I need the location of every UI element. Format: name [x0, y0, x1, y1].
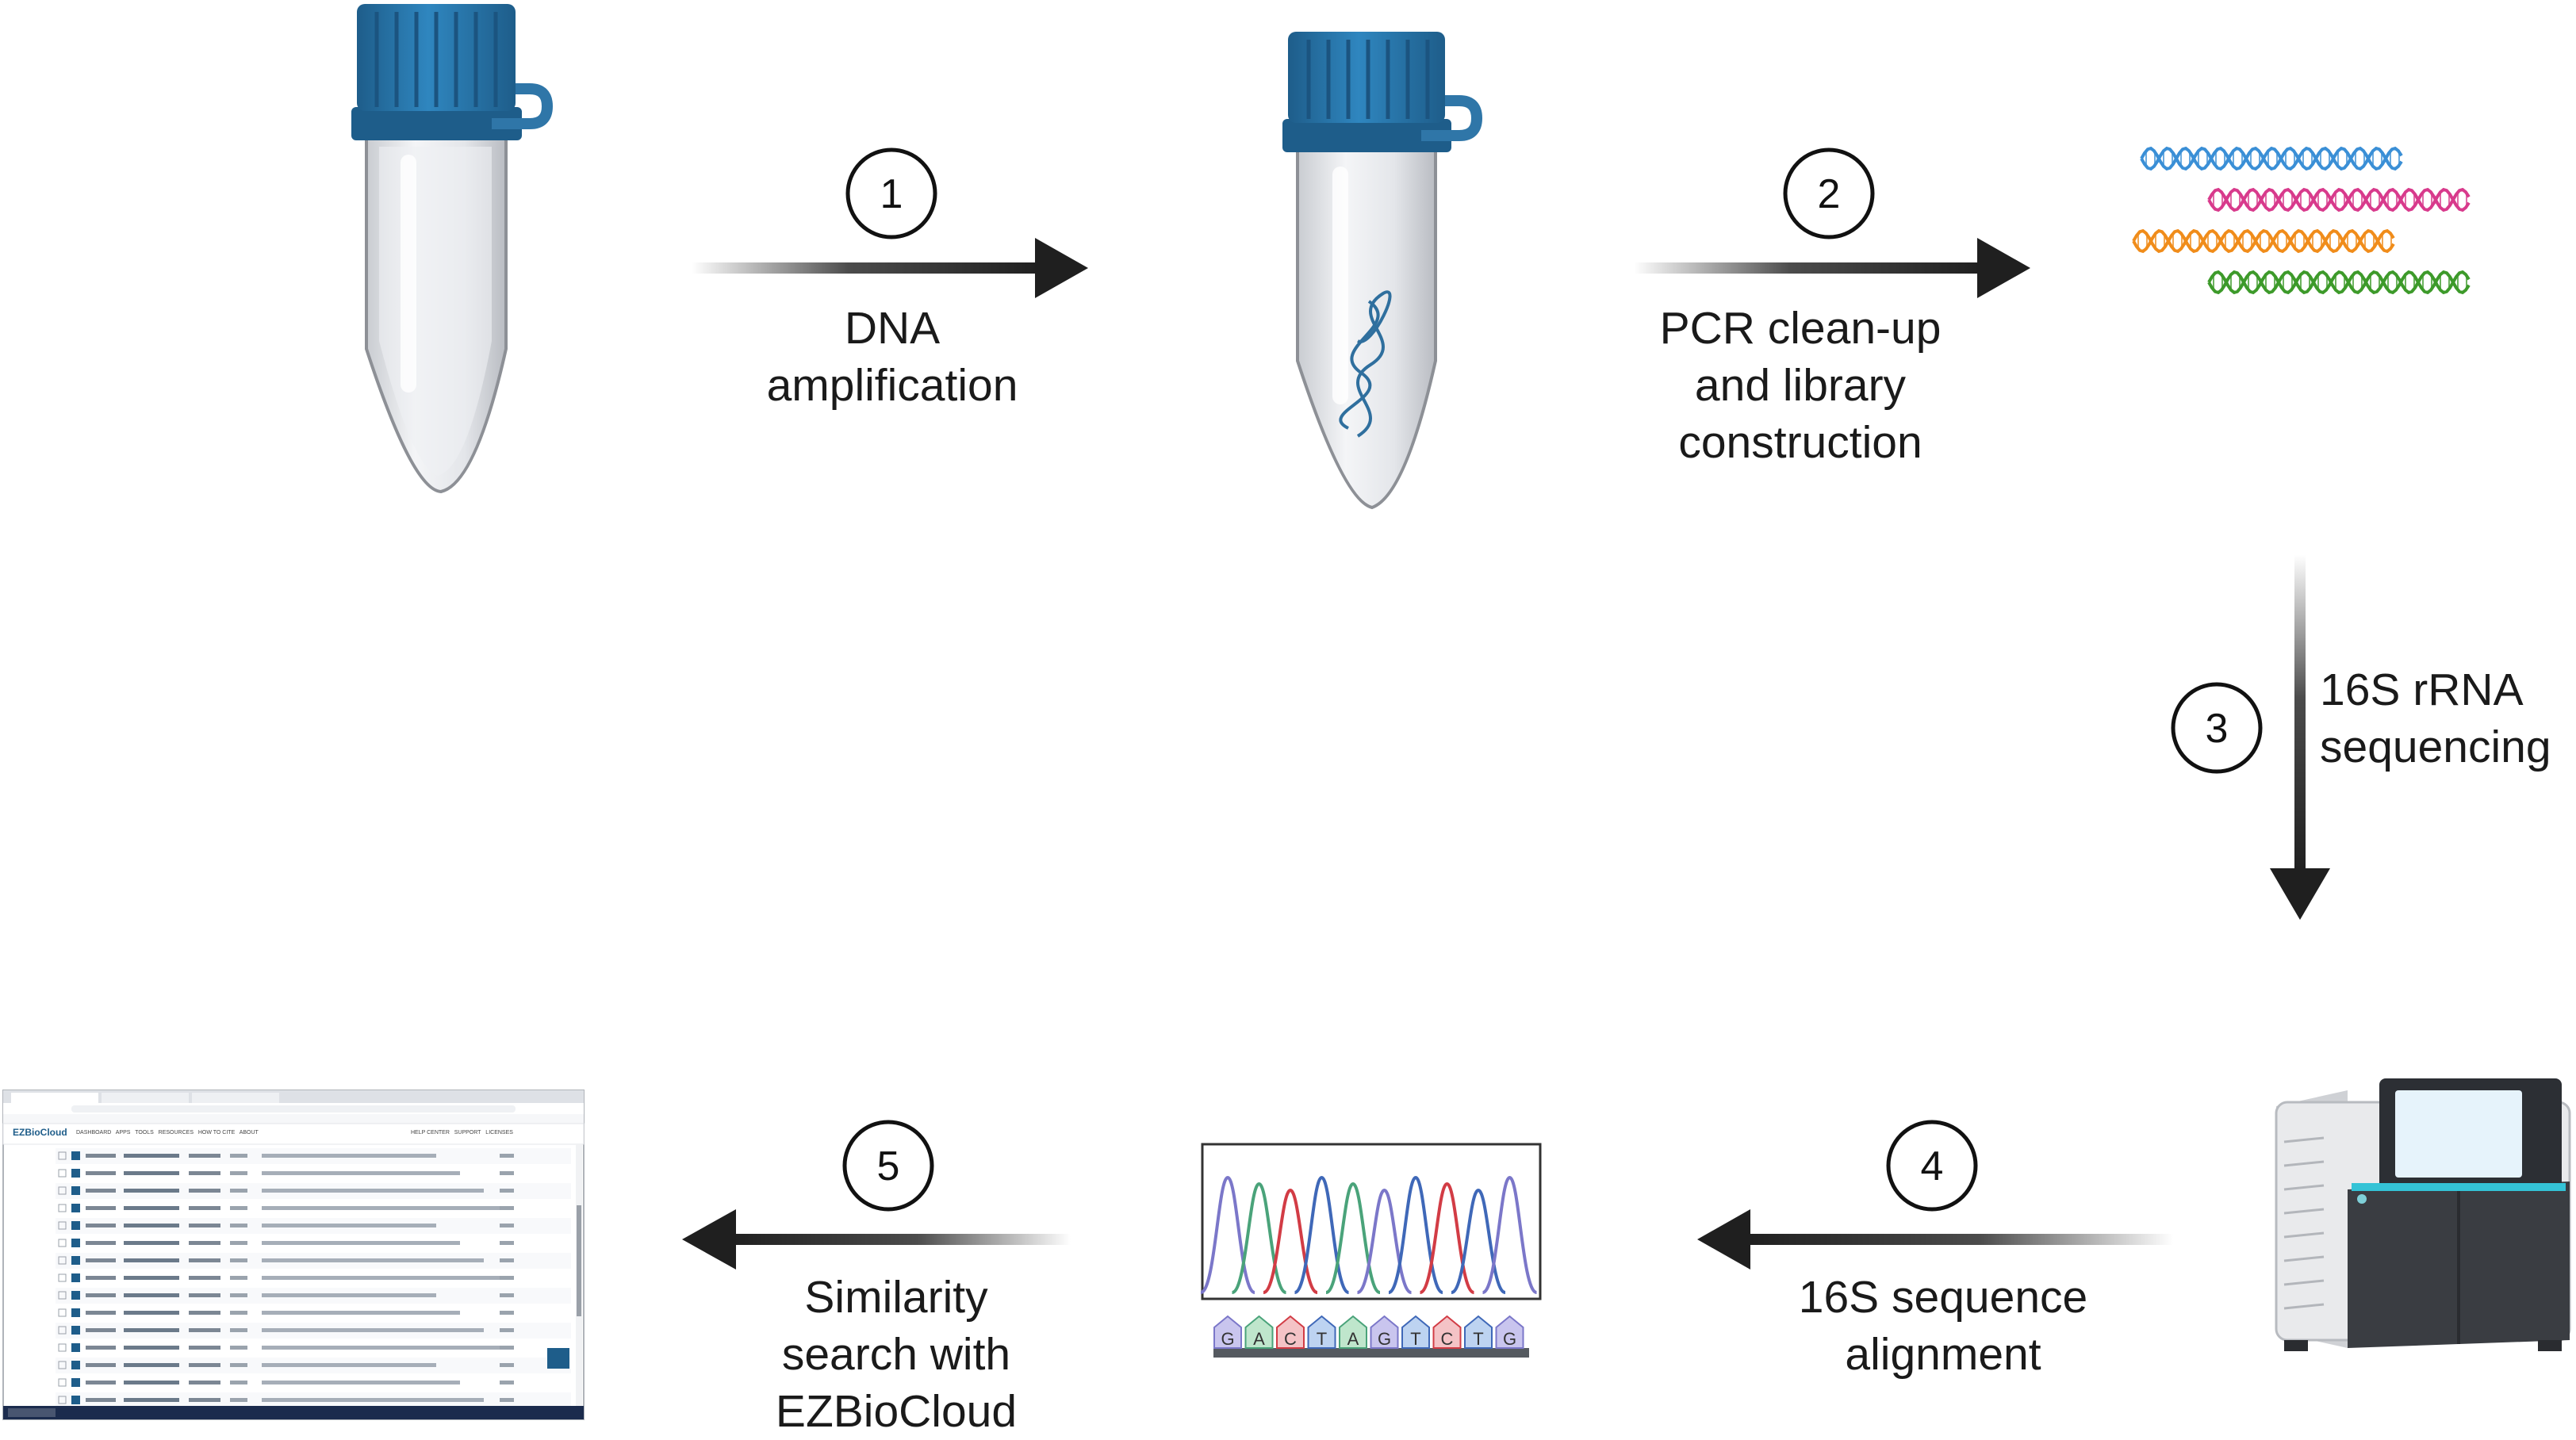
dna-strand	[2207, 270, 2471, 295]
screenshot-logo: EZBioCloud	[13, 1127, 67, 1138]
step-circle-1: 1	[845, 147, 937, 239]
arrow-step-4	[1697, 1209, 2173, 1270]
arrow-step-3	[2270, 555, 2330, 920]
base-tag: C	[1276, 1315, 1305, 1349]
table-row	[56, 1288, 571, 1304]
svg-text:2: 2	[1818, 171, 1841, 217]
dna-tube-icon	[1282, 32, 1483, 510]
table-row	[56, 1201, 571, 1216]
step-circle-5: 5	[842, 1120, 934, 1212]
base-letter: C	[1441, 1329, 1454, 1349]
table-row	[56, 1253, 571, 1269]
chromatogram-peak	[1482, 1175, 1538, 1294]
screenshot-nav-right: HELP CENTER SUPPORT LICENSES	[411, 1130, 513, 1136]
table-row	[56, 1148, 571, 1164]
empty-tube-icon	[351, 4, 554, 494]
svg-text:5: 5	[877, 1143, 900, 1189]
table-row	[56, 1340, 571, 1356]
dna-fragments-icon	[2132, 146, 2471, 295]
dna-strand	[2207, 187, 2471, 213]
table-row	[56, 1358, 571, 1373]
sequencer-machine-icon	[2275, 1078, 2571, 1351]
table-row	[56, 1392, 571, 1408]
svg-text:3: 3	[2206, 706, 2229, 752]
table-row	[56, 1218, 571, 1234]
table-row	[56, 1305, 571, 1321]
table-row	[56, 1375, 571, 1391]
screenshot-nav: DASHBOARD APPS TOOLS RESOURCES HOW TO CI…	[76, 1130, 259, 1136]
base-letter: C	[1284, 1329, 1297, 1349]
chromatogram-peak	[1263, 1188, 1318, 1294]
base-tag: A	[1244, 1315, 1274, 1349]
base-letter: A	[1253, 1329, 1265, 1349]
arrow-step-1	[692, 238, 1088, 298]
ezbiocloud-screenshot	[2, 1090, 585, 1420]
base-tag: G	[1213, 1315, 1242, 1349]
base-tag: T	[1401, 1315, 1430, 1349]
chromatogram-peak	[1356, 1188, 1413, 1294]
base-tag: A	[1339, 1315, 1367, 1349]
arrow-step-2	[1634, 238, 2030, 298]
dna-strand	[2132, 228, 2395, 254]
svg-text:1: 1	[880, 171, 903, 217]
table-row	[56, 1183, 571, 1199]
table-row	[56, 1166, 571, 1181]
arrow-step-5	[682, 1209, 1071, 1270]
step-circle-4: 4	[1886, 1120, 1978, 1212]
base-letter: T	[1317, 1329, 1327, 1349]
base-letter: T	[1410, 1329, 1420, 1349]
table-row	[56, 1323, 571, 1339]
base-tag: G	[1370, 1315, 1399, 1349]
base-tag: G	[1495, 1315, 1524, 1349]
base-letter: T	[1473, 1329, 1483, 1349]
step-circle-3: 3	[2171, 682, 2263, 774]
base-letter: G	[1378, 1329, 1391, 1349]
base-tag: T	[1464, 1315, 1493, 1349]
base-letter: A	[1347, 1329, 1359, 1349]
base-tag: C	[1432, 1315, 1462, 1349]
base-tag: T	[1307, 1315, 1336, 1349]
svg-text:4: 4	[1921, 1143, 1944, 1189]
base-letter: G	[1221, 1329, 1234, 1349]
dna-strand	[2140, 146, 2403, 171]
step-circle-2: 2	[1783, 147, 1875, 239]
table-row	[56, 1270, 571, 1286]
chromatogram-peak	[1451, 1188, 1506, 1294]
base-letter: G	[1503, 1329, 1516, 1349]
table-row	[56, 1235, 571, 1251]
